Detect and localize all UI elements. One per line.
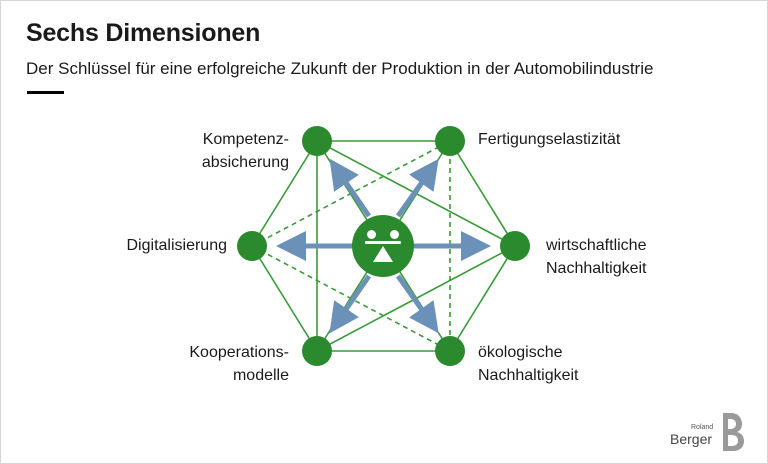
node-oekologische-nachhaltigkeit [435, 336, 465, 366]
label-line: wirtschaftliche [546, 237, 647, 254]
node-kooperationsmodelle [302, 336, 332, 366]
label-fertigungselastizitaet: Fertigungselastizität [478, 128, 620, 151]
label-line: Fertigungselastizität [478, 131, 621, 148]
node-wirtschaftliche-nachhaltigkeit [500, 231, 530, 261]
label-oekologische-nachhaltigkeit: ökologische Nachhaltigkeit [478, 341, 579, 387]
arrow-to-top-left [329, 158, 372, 218]
arrow-to-bottom-left [329, 274, 372, 334]
page-subtitle: Der Schlüssel für eine erfolgreiche Zuku… [26, 59, 654, 78]
roland-berger-logo [723, 413, 744, 451]
label-line: absicherung [201, 154, 289, 171]
arrow-group [276, 158, 491, 334]
arrow-to-top-right [395, 158, 439, 218]
node-kompetenzabsicherung [302, 126, 332, 156]
page-title: Sechs Dimensionen [26, 19, 261, 47]
node-fertigungselastizitaet [435, 126, 465, 156]
arrow-to-bottom-right [395, 274, 439, 334]
label-line: Kooperations- [189, 344, 289, 361]
logo-wordmark-small: Roland [691, 424, 714, 431]
label-kooperationsmodelle: Kooperations- modelle [161, 341, 289, 387]
title-underline [27, 91, 64, 94]
logo-wordmark: Berger [670, 431, 713, 447]
label-line: Digitalisierung [126, 237, 228, 254]
node-digitalisierung [237, 231, 267, 261]
scale-balance-icon [365, 230, 401, 262]
label-kompetenzabsicherung: Kompetenz- absicherung [171, 128, 289, 174]
label-line: modelle [232, 367, 289, 384]
label-line: ökologische [478, 344, 563, 361]
label-line: Nachhaltigkeit [478, 367, 579, 384]
label-line: Nachhaltigkeit [546, 260, 647, 277]
label-digitalisierung: Digitalisierung [97, 234, 228, 257]
label-line: Kompetenz- [202, 131, 289, 148]
label-wirtschaftliche-nachhaltigkeit: wirtschaftliche Nachhaltigkeit [546, 234, 647, 280]
